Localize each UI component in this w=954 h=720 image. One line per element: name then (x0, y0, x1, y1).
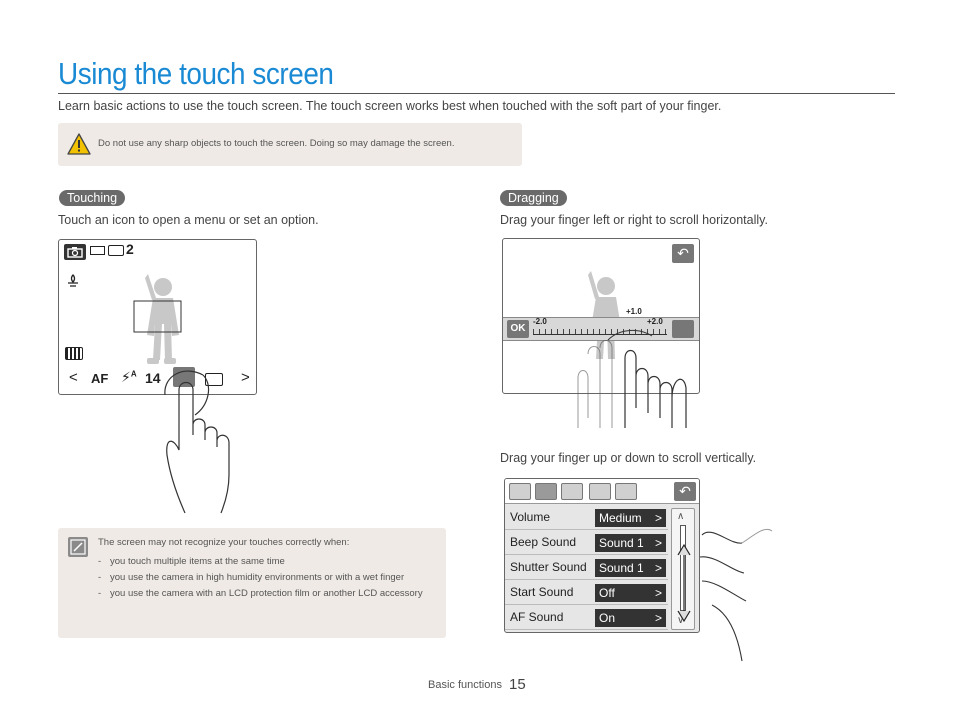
ev-max-label: +2.0 (647, 317, 663, 326)
child-silhouette (145, 274, 179, 364)
page-title: Using the touch screen (58, 56, 334, 91)
row-value[interactable]: Sound 1 (595, 534, 666, 552)
menu-row-start-sound[interactable]: Start Sound Off (505, 580, 668, 605)
back-button[interactable]: ↶ (672, 244, 694, 263)
tab-playback-icon[interactable] (509, 483, 531, 500)
iso-icon[interactable]: 14 (145, 370, 161, 386)
ev-scale (533, 329, 667, 335)
row-label: AF Sound (510, 610, 564, 624)
ev-min-label: -2.0 (533, 317, 547, 326)
dragging-label: Dragging (500, 190, 567, 206)
af-mode-icon[interactable]: AF (91, 371, 109, 386)
highlighted-settings-icon[interactable] (173, 367, 195, 387)
sound-settings-menu: ↶ Volume Medium Beep Sound Sound 1 Shutt… (504, 478, 700, 633)
tab-sound-icon[interactable] (535, 483, 557, 500)
row-label: Beep Sound (510, 535, 577, 549)
ev-current-value: +1.0 (626, 307, 642, 316)
menu-row-beep-sound[interactable]: Beep Sound Sound 1 (505, 530, 668, 555)
camera-mode-icon[interactable] (64, 244, 86, 260)
stabilizer-icon (65, 347, 83, 360)
image-size-badge: 2 (126, 241, 134, 257)
drag-horizontal-description: Drag your finger left or right to scroll… (500, 213, 768, 227)
row-value[interactable]: Off (595, 584, 666, 602)
ev-compensation-icon[interactable] (672, 320, 694, 338)
tab-display-icon[interactable] (561, 483, 583, 500)
menu-scrollbar[interactable]: ∧ ∨ (671, 508, 695, 630)
warning-icon (67, 133, 91, 155)
scroll-down-icon[interactable]: ∨ (677, 615, 685, 626)
menu-row-volume[interactable]: Volume Medium (505, 505, 668, 530)
note-item: you touch multiple items at the same tim… (98, 554, 438, 569)
menu-row-shutter-sound[interactable]: Shutter Sound Sound 1 (505, 555, 668, 580)
drag-vertical-description: Drag your finger up or down to scroll ve… (500, 451, 757, 465)
warning-text: Do not use any sharp objects to touch th… (98, 138, 455, 149)
note-pencil-icon (68, 537, 88, 557)
touching-description: Touch an icon to open a menu or set an o… (58, 213, 319, 227)
scroll-thumb[interactable] (680, 525, 686, 611)
row-value[interactable]: On (595, 609, 666, 627)
row-value[interactable]: Sound 1 (595, 559, 666, 577)
menu-row-af-sound[interactable]: AF Sound On (505, 605, 668, 630)
note-item: you use the camera in high humidity envi… (98, 570, 438, 585)
drag-ev-screen: ↶ OK -2.0 +2.0 +1.0 (502, 238, 700, 394)
focus-frame (133, 300, 182, 333)
row-value[interactable]: Medium (595, 509, 666, 527)
flash-auto-label: A (130, 369, 137, 379)
ev-ok-button[interactable]: OK (507, 320, 529, 338)
next-arrow-button[interactable]: > (241, 369, 250, 386)
page-number: 15 (509, 676, 526, 693)
macro-icon (68, 274, 78, 287)
touching-hand-illustration (164, 370, 230, 514)
note-box: The screen may not recognize your touche… (58, 528, 446, 638)
dragging-hands-illustration (577, 330, 687, 428)
tab-connectivity-icon[interactable] (615, 483, 637, 500)
row-label: Volume (510, 510, 551, 524)
memory-card-icon (108, 245, 124, 256)
tab-settings-icon[interactable] (589, 483, 611, 500)
menu-tab-bar: ↶ (505, 479, 699, 504)
battery-icon (90, 246, 105, 255)
touching-label: Touching (59, 190, 126, 206)
menu-back-button[interactable]: ↶ (674, 482, 696, 501)
row-label: Start Sound (510, 585, 574, 599)
intro-text: Learn basic actions to use the touch scr… (58, 99, 722, 113)
touch-camera-screen: 2 < AF ⚡A 14 > (58, 239, 257, 395)
footer-section: Basic functions (428, 679, 502, 691)
note-item: you use the camera with an LCD protectio… (98, 586, 438, 601)
row-label: Shutter Sound (510, 560, 587, 574)
scroll-up-icon[interactable]: ∧ (677, 511, 685, 522)
note-list: you touch multiple items at the same tim… (98, 554, 438, 602)
metering-icon[interactable] (205, 373, 223, 386)
prev-arrow-button[interactable]: < (69, 369, 78, 386)
note-title: The screen may not recognize your touche… (98, 537, 350, 548)
title-divider (58, 93, 895, 94)
warning-box: Do not use any sharp objects to touch th… (58, 123, 522, 166)
vertical-drag-hand-illustration (677, 529, 773, 662)
flash-icon[interactable]: ⚡A (121, 369, 137, 385)
